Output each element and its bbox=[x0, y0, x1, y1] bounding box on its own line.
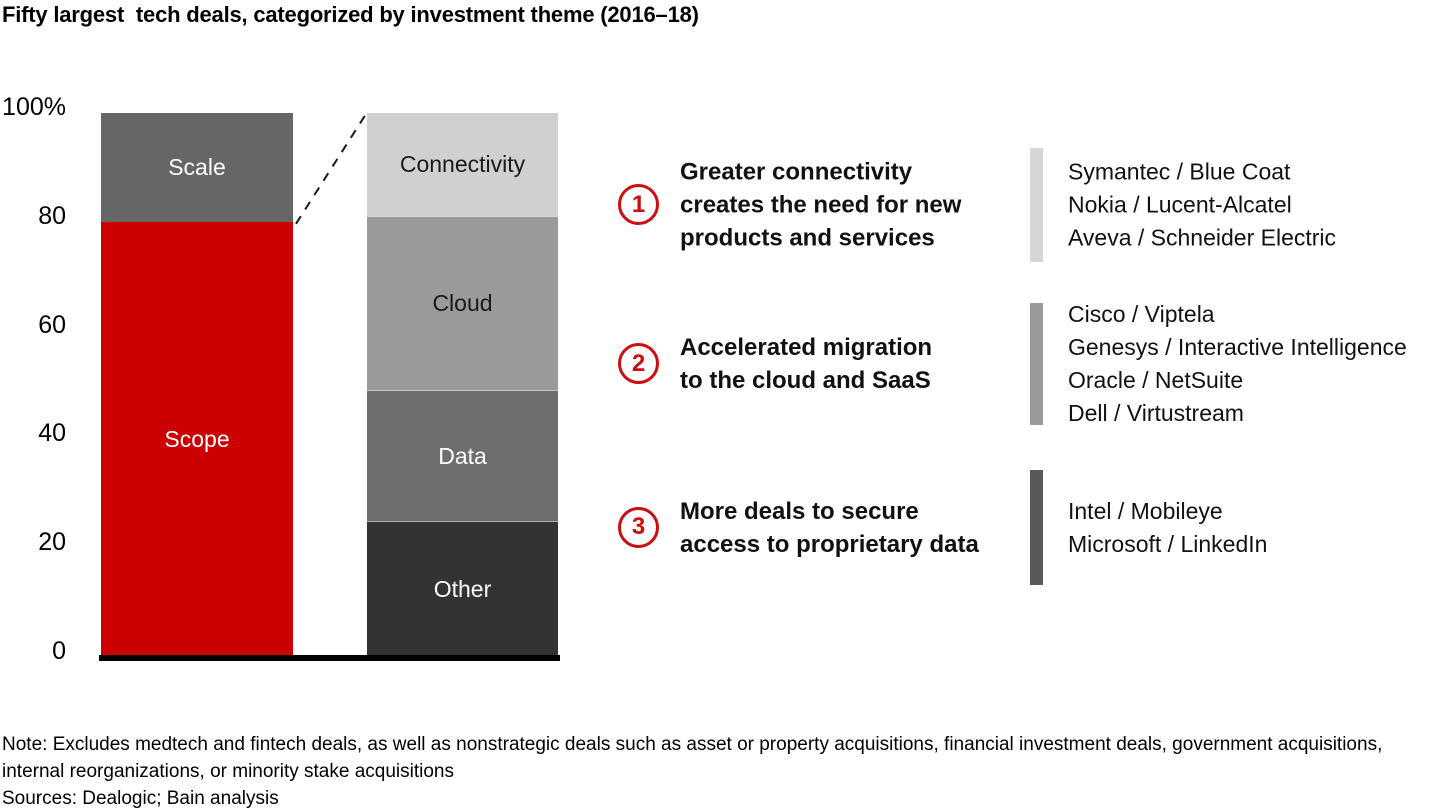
deal-item: Intel / Mobileye bbox=[1068, 497, 1223, 524]
segment-cloud: Cloud bbox=[367, 216, 558, 391]
y-tick-label: 60 bbox=[38, 310, 66, 339]
annotation-text-line: More deals to secure bbox=[680, 497, 919, 525]
x-axis-line bbox=[99, 655, 560, 661]
theme-connector-bar bbox=[1030, 303, 1043, 425]
annotation-text-line: Greater connectivity bbox=[680, 158, 913, 186]
y-tick-label: 100% bbox=[2, 93, 66, 121]
note-line: Note: Excludes medtech and fintech deals… bbox=[2, 734, 1383, 755]
y-tick-label: 80 bbox=[38, 201, 66, 230]
annotation-number-badge: 2 bbox=[618, 343, 659, 384]
annotation-text-line: creates the need for new bbox=[680, 191, 962, 219]
annotation-text-line: access to proprietary data bbox=[680, 530, 979, 558]
segment-label: Scale bbox=[168, 153, 226, 180]
annotation-text-line: Accelerated migration bbox=[680, 334, 933, 361]
annotation-text: More deals to secure access to proprietar… bbox=[680, 495, 979, 561]
theme-connector-bar bbox=[1030, 470, 1043, 585]
segment-label: Connectivity bbox=[399, 151, 526, 178]
y-tick-label: 20 bbox=[38, 528, 66, 557]
footer-notes: Note: Excludes medtech and fintech deals… bbox=[2, 731, 1440, 812]
deal-item: Oracle / NetSuite bbox=[1068, 367, 1244, 393]
segment-label: Scope bbox=[164, 425, 230, 452]
segment-scale: Scale bbox=[101, 113, 293, 222]
deal-item: Microsoft / LinkedIn bbox=[1068, 530, 1268, 557]
annotation-text: Greater connectivity creates the need for… bbox=[680, 156, 961, 255]
deal-item: Aveva / Schneider Electric bbox=[1068, 224, 1337, 251]
annotation-text: Accelerated migration to the cloud and Sa… bbox=[680, 331, 932, 397]
annotation-row-3: 3 More deals to secure access to proprieta… bbox=[618, 470, 1440, 585]
annotation-text-line: products and services bbox=[680, 224, 935, 252]
note-line: internal reorganizations, or minority st… bbox=[2, 761, 454, 782]
annotation-row-2: 2 Accelerated migration to the cloud and S… bbox=[618, 301, 1440, 426]
segment-other: Other bbox=[367, 520, 558, 657]
deal-item: Dell / Virtustream bbox=[1068, 400, 1244, 426]
y-tick-label: 40 bbox=[38, 419, 66, 448]
y-tick-label: 0 bbox=[52, 637, 66, 665]
note-text: Note: Excludes medtech and fintech deals… bbox=[2, 731, 1440, 785]
segment-label: Data bbox=[438, 442, 487, 469]
segment-data: Data bbox=[367, 390, 558, 521]
segment-connectivity: Connectivity bbox=[367, 113, 558, 217]
theme-connector-bar bbox=[1030, 148, 1043, 262]
deal-item: Nokia / Lucent-Alcatel bbox=[1068, 191, 1292, 218]
deal-item: Cisco / Viptela bbox=[1068, 301, 1215, 327]
segment-label: Cloud bbox=[432, 290, 493, 317]
sources-text: Sources: Dealogic; Bain analysis bbox=[2, 788, 279, 809]
deal-item: Genesys / Interactive Intelligence bbox=[1068, 334, 1407, 360]
segment-label: Other bbox=[433, 575, 492, 602]
segment-scope: Scope bbox=[101, 221, 293, 657]
page-title: Fifty largest tech deals, categorized by… bbox=[2, 2, 699, 27]
annotation-number-badge: 1 bbox=[618, 184, 659, 225]
annotation-number-badge: 3 bbox=[618, 506, 659, 548]
annotation-text-line: to the cloud and SaaS bbox=[680, 367, 931, 394]
annotation-row-1: 1 Greater connectivity creates the need fo… bbox=[618, 148, 1440, 262]
deal-item: Symantec / Blue Coat bbox=[1068, 158, 1291, 185]
